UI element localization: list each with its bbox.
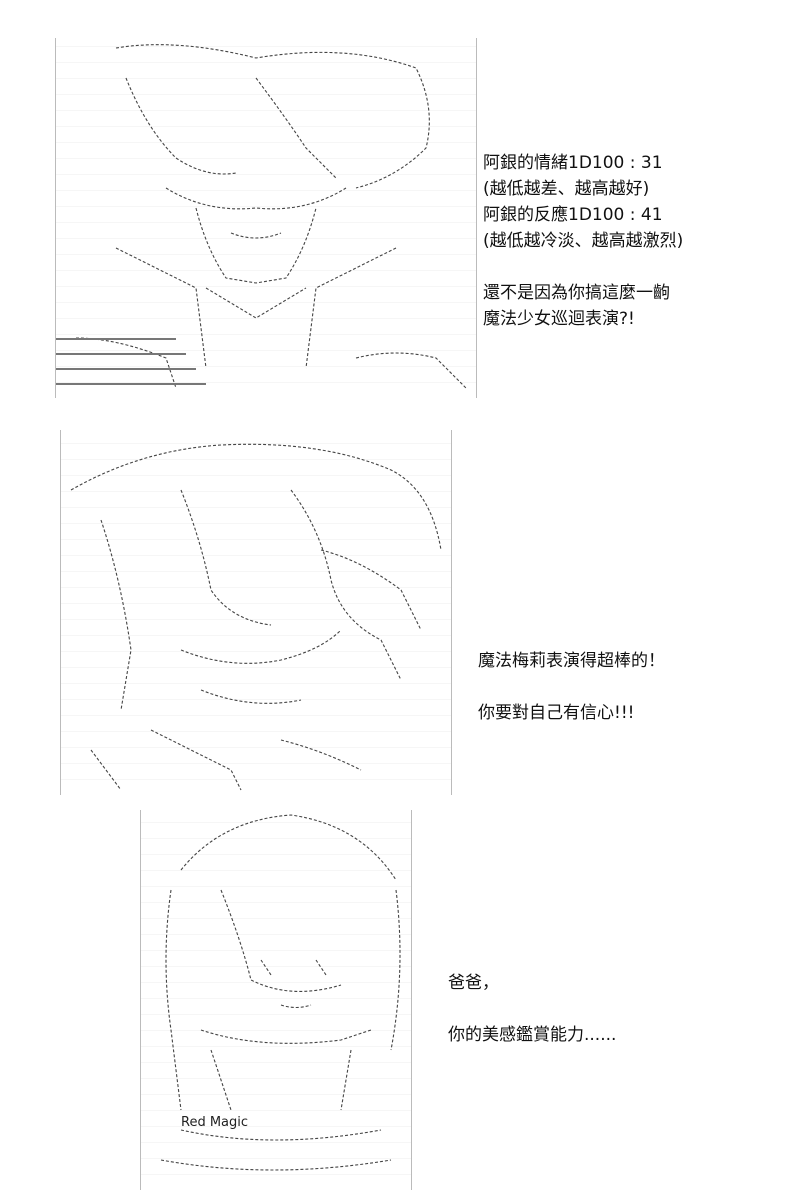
caption-line: (越低越差、越高越好) [483, 179, 650, 199]
caption-line: 魔法少女巡迴表演?! [483, 309, 635, 329]
red-magic-illustration [160, 814, 401, 1171]
panel-2: 魔法梅莉表演得超棒的！ 你要對自己有信心!!! [0, 420, 800, 800]
gintoki-illustration [56, 44, 467, 389]
caption-line: 阿銀的情緒1D100 : 31 [483, 153, 663, 173]
caption-line: (越低越冷淡、越高越激烈) [483, 231, 684, 251]
red-magic-label: Red Magic [181, 1115, 249, 1130]
ascii-art-red-magic: Red Magic [140, 810, 412, 1190]
caption-line [448, 996, 616, 1022]
caption-line: 你要對自己有信心!!! [478, 703, 635, 723]
caption-line: 爸爸， [448, 973, 499, 993]
caption-line [483, 254, 683, 280]
encouragement-caption: 魔法梅莉表演得超棒的！ 你要對自己有信心!!! [478, 648, 665, 726]
caption-line: 還不是因為你搞這麼一齣 [483, 283, 670, 303]
ascii-art-gintoki [55, 38, 477, 398]
character-illustration [70, 443, 442, 791]
ascii-art-character [60, 430, 452, 795]
panel-1: 阿銀的情緒1D100 : 31 (越低越差、越高越好) 阿銀的反應1D100 :… [0, 0, 800, 405]
caption-line: 你的美感鑑賞能力...... [448, 1025, 617, 1045]
stats-caption: 阿銀的情緒1D100 : 31 (越低越差、越高越好) 阿銀的反應1D100 :… [483, 150, 683, 332]
caption-line [478, 674, 665, 700]
dad-caption: 爸爸， 你的美感鑑賞能力...... [448, 970, 616, 1048]
caption-line: 阿銀的反應1D100 : 41 [483, 205, 663, 225]
caption-line: 魔法梅莉表演得超棒的！ [478, 651, 665, 671]
panel-3: Red Magic 爸爸， 你的美感鑑賞能力...... [0, 805, 800, 1195]
